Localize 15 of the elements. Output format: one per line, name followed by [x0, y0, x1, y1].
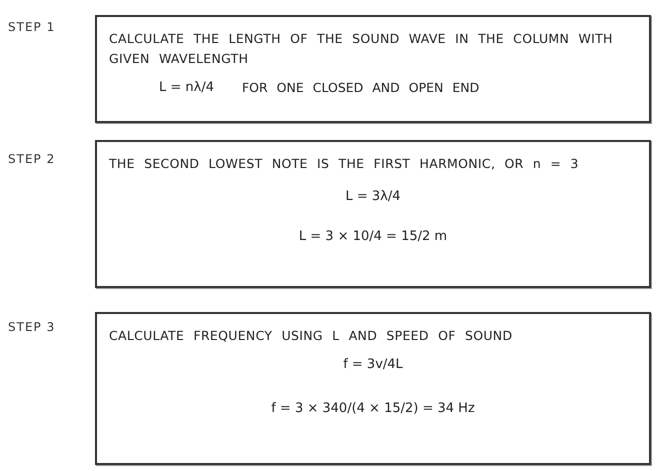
formula: f = 3v/4L [343, 356, 403, 374]
step-label: STEP 2 [8, 152, 56, 166]
step-description: CALCULATE THE LENGTH OF THE SOUND WAVE IN THE COLUMN WITH GIVEN WAVELENGTH [109, 30, 614, 68]
formula: L = nλ/4 [159, 79, 214, 97]
step-description: THE SECOND LOWEST NOTE IS THE FIRST HARMONIC, OR n = 3 [109, 155, 580, 173]
step-box [95, 15, 651, 123]
formula: L = 3λ/4 [345, 188, 400, 206]
step-label: STEP 3 [8, 320, 56, 334]
step-description: CALCULATE FREQUENCY USING L AND SPEED OF SOUND [109, 327, 514, 345]
formula: f = 3 × 340/(4 × 15/2) = 34 Hz [271, 400, 475, 418]
formula: L = 3 × 10/4 = 15/2 m [298, 228, 448, 246]
step-label: STEP 1 [8, 20, 56, 34]
step-box [95, 140, 651, 288]
formula-note: FOR ONE CLOSED AND OPEN END [242, 79, 480, 97]
step-box [95, 312, 651, 465]
